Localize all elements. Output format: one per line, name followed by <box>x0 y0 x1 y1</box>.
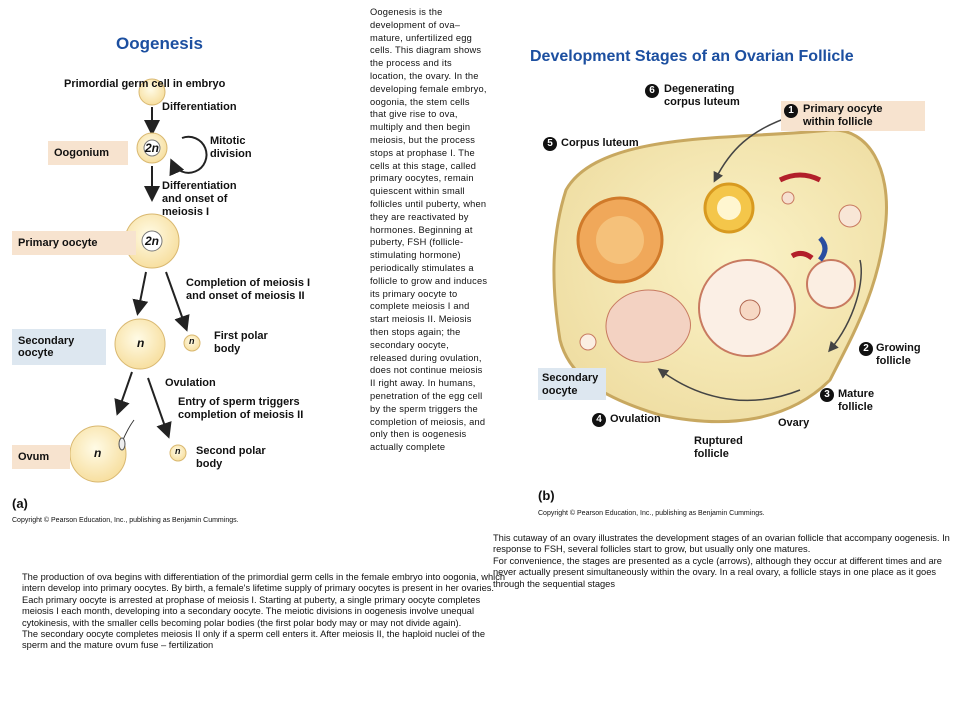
follicle-title: Development Stages of an Ovarian Follicl… <box>530 48 854 65</box>
primordial-label: Primordial germ cell in embryo <box>64 78 226 90</box>
copyright-right: Copyright © Pearson Education, Inc., pub… <box>538 510 765 517</box>
stage-primary-oocyte: Primary oocyte <box>12 231 136 255</box>
stage-ovum: Ovum <box>12 445 70 469</box>
oogenesis-title: Oogenesis <box>116 34 203 53</box>
completion-label-2: and onset of meiosis II <box>186 290 305 302</box>
stage-5-number: 5 <box>543 137 557 151</box>
copyright-left: Copyright © Pearson Education, Inc., pub… <box>12 517 239 524</box>
diff-meiosis-label-2: and onset of <box>162 193 228 205</box>
stage-2-number: 2 <box>859 342 873 356</box>
oogonium-2n: 2n <box>145 141 160 155</box>
ovary-diagram <box>552 115 889 424</box>
primary-2n: 2n <box>145 234 160 248</box>
entry-label-1: Entry of sperm triggers <box>178 396 300 408</box>
stage-3-number: 3 <box>820 388 834 402</box>
diff-meiosis-label-1: Differentiation <box>162 180 237 192</box>
oogenesis-diagram <box>69 78 208 483</box>
secondary-label-2: oocyte <box>542 385 578 397</box>
corpus-luteum-label: Corpus luteum <box>561 137 639 149</box>
stage-1-number: 1 <box>784 104 798 118</box>
stage-4-number: 4 <box>592 413 606 427</box>
ruptured-label-1: Ruptured <box>694 435 743 447</box>
secondary-label-1: Secondary <box>542 372 599 384</box>
ruptured-label-2: follicle <box>694 448 729 460</box>
stage-6-number: 6 <box>645 84 659 98</box>
second-polar-label-2: body <box>196 458 223 470</box>
first-polar-n: n <box>189 336 195 346</box>
entry-label-2: completion of meiosis II <box>178 409 304 421</box>
mitotic-label: Mitotic division <box>210 135 252 160</box>
secondary-n: n <box>137 336 145 350</box>
primary-oocyte-label-2: within follicle <box>803 116 873 128</box>
ovulation-label: Ovulation <box>165 377 216 389</box>
stage-oogonium: Oogonium <box>48 141 128 165</box>
differentiation-label: Differentiation <box>162 101 237 113</box>
oogenesis-caption: The production of ova begins with differ… <box>22 572 506 651</box>
secondary-oocyte-box <box>538 368 606 400</box>
growing-label-2: follicle <box>876 355 911 367</box>
growing-label-1: Growing <box>876 342 921 354</box>
degenerating-label-2: corpus luteum <box>664 96 740 108</box>
panel-a: (a) <box>12 496 28 511</box>
follicle-caption: This cutaway of an ovary illustrates the… <box>493 533 950 589</box>
ovum-n: n <box>94 446 102 460</box>
first-polar-label-1: First polar <box>214 330 268 342</box>
mature-label-1: Mature <box>838 388 875 400</box>
degenerating-label-1: Degenerating <box>664 83 735 95</box>
second-polar-n: n <box>175 446 181 456</box>
primary-oocyte-box <box>781 101 925 131</box>
ovulation-stage-label: Ovulation <box>610 413 661 425</box>
oogenesis-description: Oogenesis is the development of ova– mat… <box>370 7 488 453</box>
stage-secondary-oocyte: Secondary oocyte <box>12 329 106 365</box>
first-polar-label-2: body <box>214 343 241 355</box>
second-polar-label-1: Second polar <box>196 445 266 457</box>
primary-oocyte-label-1: Primary oocyte <box>803 103 883 115</box>
completion-label-1: Completion of meiosis I <box>186 277 311 289</box>
panel-b: (b) <box>538 488 555 503</box>
ovary-label: Ovary <box>778 417 810 429</box>
diff-meiosis-label-3: meiosis I <box>162 206 210 218</box>
mature-label-2: follicle <box>838 401 873 413</box>
